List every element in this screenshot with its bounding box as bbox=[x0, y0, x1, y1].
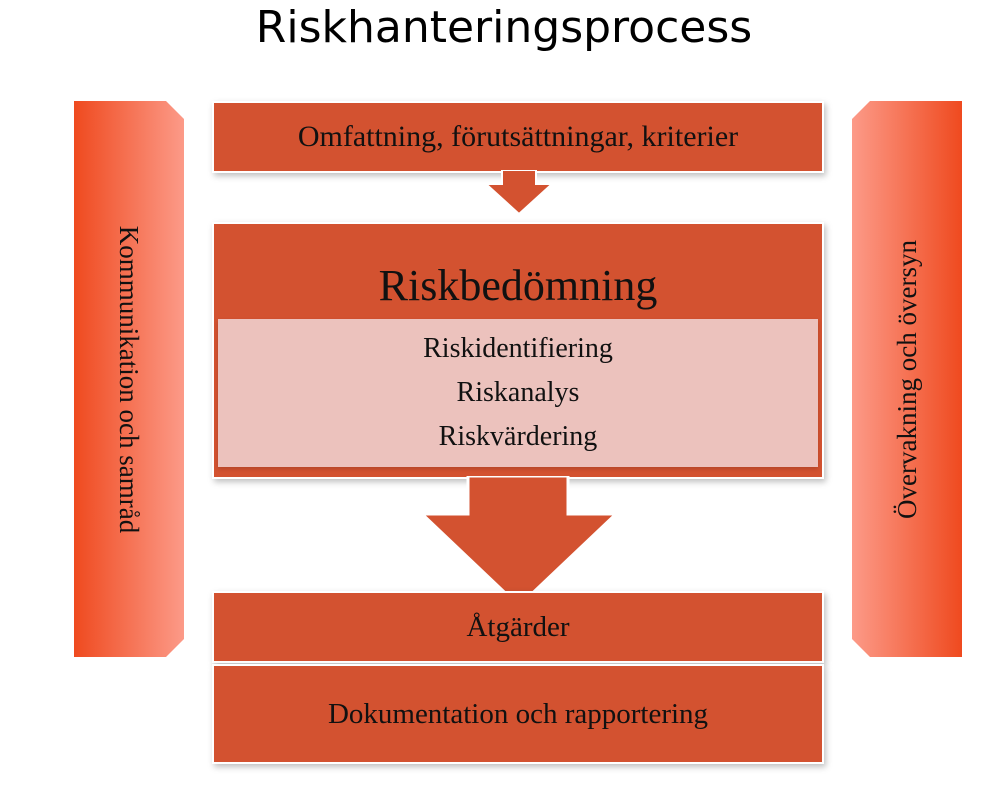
communication-bar: Kommunikation och samråd bbox=[74, 101, 184, 657]
monitoring-bar-shape bbox=[852, 101, 962, 657]
step-analysis: Riskanalys bbox=[456, 377, 580, 408]
diagram-title: Riskhanteringsprocess bbox=[255, 2, 753, 53]
assessment-box: Riskbedömning Riskidentifiering Riskanal… bbox=[212, 222, 824, 479]
documentation-label: Dokumentation och rapportering bbox=[327, 697, 709, 730]
step-identification: Riskidentifiering bbox=[423, 333, 613, 364]
documentation-box: Dokumentation och rapportering bbox=[212, 664, 824, 764]
step-evaluation: Riskvärdering bbox=[438, 421, 598, 452]
scope-label: Omfattning, förutsättningar, kriterier bbox=[297, 120, 739, 153]
small-down-arrow bbox=[484, 170, 554, 216]
large-down-arrow bbox=[418, 476, 620, 609]
monitoring-bar: Övervakning och översyn bbox=[852, 101, 962, 657]
assessment-steps-panel: Riskidentifiering Riskanalys Riskvärderi… bbox=[218, 319, 818, 467]
assessment-title: Riskbedömning bbox=[378, 261, 658, 310]
monitoring-label: Övervakning och översyn bbox=[891, 239, 922, 519]
actions-box: Åtgärder bbox=[212, 591, 824, 663]
scope-box: Omfattning, förutsättningar, kriterier bbox=[212, 101, 824, 173]
communication-bar-shape bbox=[74, 101, 184, 657]
communication-label: Kommunikation och samråd bbox=[114, 225, 145, 533]
actions-label: Åtgärder bbox=[466, 610, 570, 643]
